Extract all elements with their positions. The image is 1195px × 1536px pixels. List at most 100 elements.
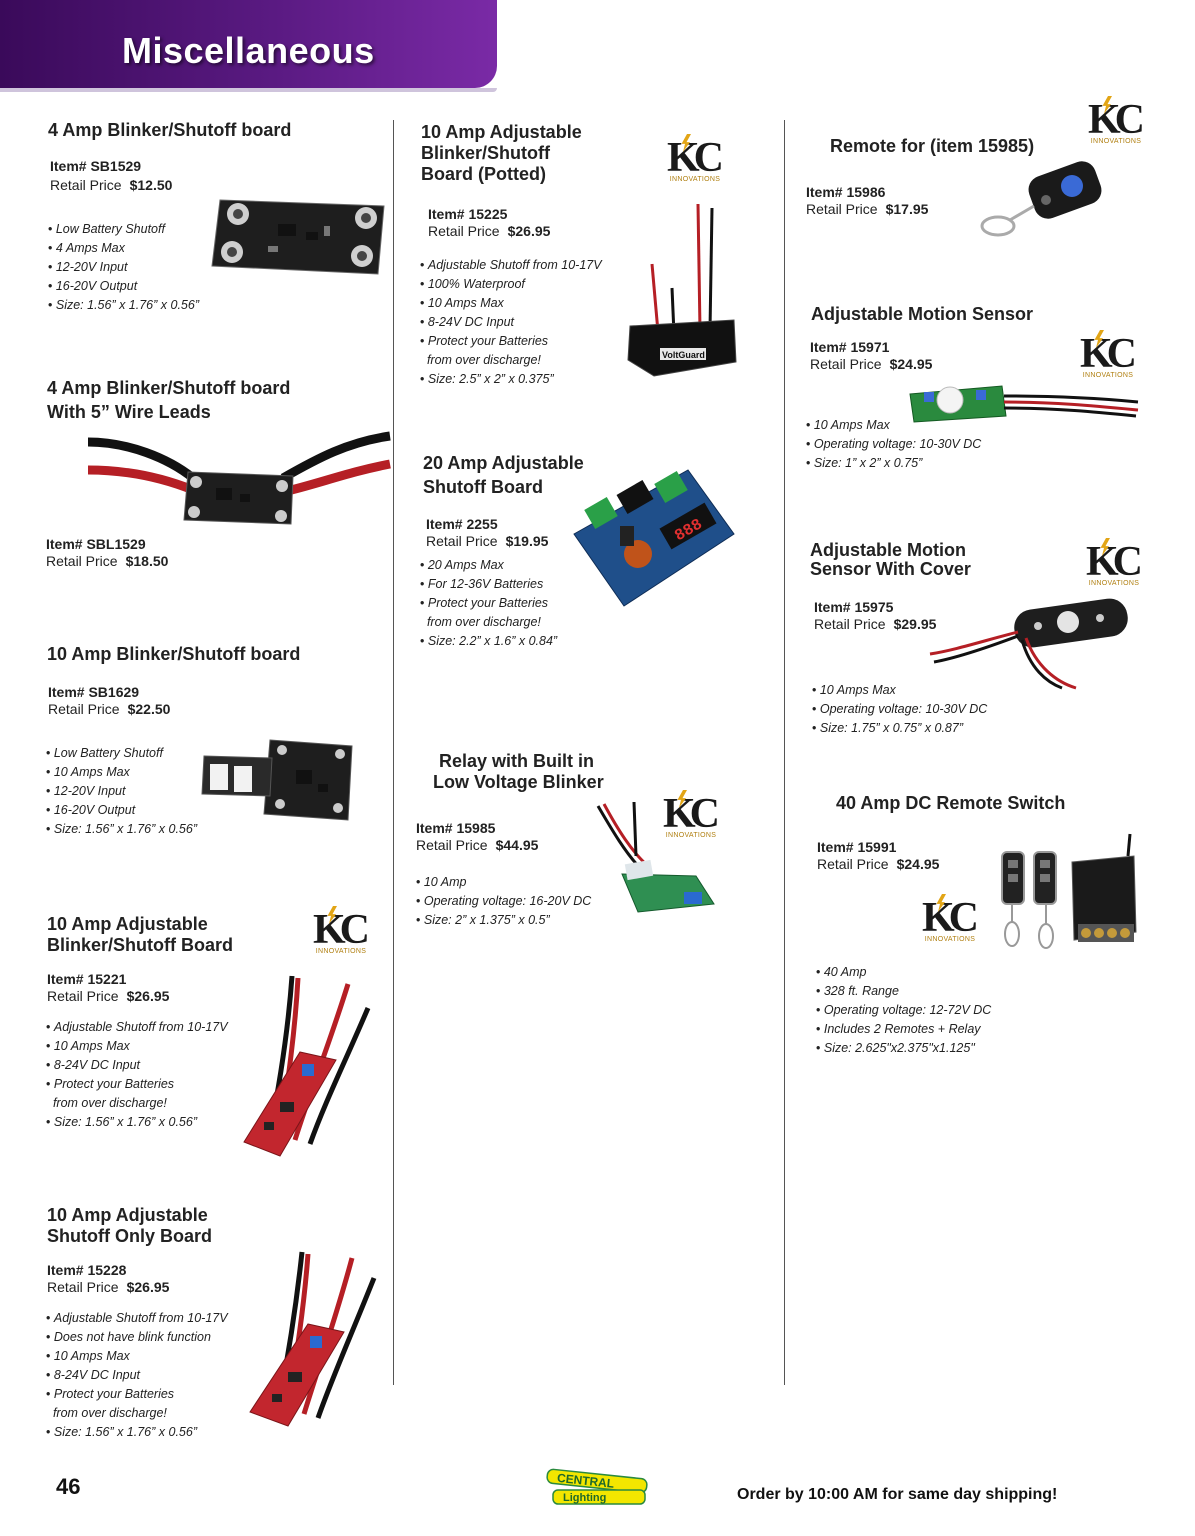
feature-item: Size: 1.56” x 1.76” x 0.56” — [48, 296, 199, 315]
feature-item: Does not have blink function — [46, 1328, 228, 1347]
feature-item: Size: 2.2” x 1.6” x 0.84” — [420, 632, 557, 651]
product-features: Adjustable Shutoff from 10-17V Does not … — [46, 1309, 228, 1442]
lightning-bolt-icon — [1094, 330, 1104, 348]
product-item-number: Item# 15971 — [810, 339, 890, 355]
feature-item: Protect your Batteries — [420, 594, 557, 613]
product-title-line2: Low Voltage Blinker — [433, 772, 604, 792]
product-item-number: Item# 15975 — [814, 599, 894, 615]
feature-item: 10 Amps Max — [46, 1037, 228, 1056]
feature-item: Operating voltage: 12-72V DC — [816, 1001, 991, 1020]
feature-item: 4 Amps Max — [48, 239, 199, 258]
feature-item: Protect your Batteries — [420, 332, 602, 351]
product-price: Retail Price$26.95 — [428, 223, 551, 239]
feature-item: 16-20V Output — [48, 277, 199, 296]
product-image-15971 — [909, 385, 1139, 423]
lightning-bolt-icon — [681, 134, 691, 152]
kc-logo-mark: KC — [1088, 97, 1145, 143]
feature-item: 40 Amp — [816, 963, 991, 982]
feature-item: Size: 2.625"x2.375"x1.125" — [816, 1039, 991, 1058]
feature-item: 10 Amps Max — [812, 681, 987, 700]
product-title: 10 Amp Adjustable — [47, 914, 208, 934]
kc-logo-subtitle: INNOVATIONS — [1082, 372, 1134, 379]
product-image-15986 — [980, 161, 1102, 237]
feature-item: Protect your Batteries — [46, 1385, 228, 1404]
product-title-line2: Shutoff Board — [423, 477, 543, 497]
feature-item: 8-24V DC Input — [420, 313, 602, 332]
product-price: Retail Price$22.50 — [48, 701, 171, 717]
feature-item: Low Battery Shutoff — [46, 744, 197, 763]
product-features: Adjustable Shutoff from 10-17V 100% Wate… — [420, 256, 602, 389]
shipping-notice: Order by 10:00 AM for same day shipping! — [737, 1486, 1058, 1503]
feature-item: Size: 2.5” x 2” x 0.375” — [420, 370, 602, 389]
feature-item: Size: 1.56” x 1.76” x 0.56” — [46, 820, 197, 839]
product-title: 4 Amp Blinker/Shutoff board — [47, 378, 291, 398]
product-price: Retail Price$17.95 — [806, 201, 929, 217]
feature-item: 8-24V DC Input — [46, 1366, 228, 1385]
product-price: Retail Price$24.95 — [810, 356, 933, 372]
page-number: 46 — [56, 1474, 81, 1499]
product-image-15228 — [249, 1251, 377, 1427]
feature-item: Protect your Batteries — [46, 1075, 228, 1094]
feature-item: 12-20V Input — [48, 258, 199, 277]
lightning-bolt-icon — [677, 790, 687, 808]
product-image-15975 — [929, 598, 1128, 690]
product-price: Retail Price$19.95 — [426, 533, 549, 549]
product-title: 10 Amp Adjustable — [47, 1205, 208, 1225]
kc-logo-mark: KC — [1080, 331, 1137, 377]
product-image-sbl1529 — [87, 431, 391, 525]
feature-item: Size: 1.56” x 1.76” x 0.56” — [46, 1113, 228, 1132]
feature-item: 100% Waterproof — [420, 275, 602, 294]
product-features: 10 Amps Max Operating voltage: 10-30V DC… — [812, 681, 987, 738]
product-item-number: Item# 15225 — [428, 206, 508, 222]
product-price: Retail Price$29.95 — [814, 616, 937, 632]
feature-item-continued: from over discharge! — [426, 615, 541, 629]
product-image-sb1529 — [211, 199, 385, 275]
lightning-bolt-icon — [1102, 96, 1112, 114]
lightning-bolt-icon — [936, 894, 946, 912]
product-features: 10 Amps Max Operating voltage: 10-30V DC… — [806, 416, 981, 473]
feature-item: 328 ft. Range — [816, 982, 991, 1001]
product-title: Remote for (item 15985) — [830, 136, 1035, 156]
feature-item: Includes 2 Remotes + Relay — [816, 1020, 991, 1039]
central-lighting-logo-line1: CENTRAL — [556, 1471, 614, 1491]
feature-item: Size: 1.56” x 1.76” x 0.56” — [46, 1423, 228, 1442]
product-title: Adjustable Motion — [810, 540, 966, 560]
kc-logo-mark: KC — [1086, 539, 1143, 585]
product-item-number: Item# SB1529 — [50, 158, 142, 174]
feature-item: Adjustable Shutoff from 10-17V — [46, 1309, 228, 1328]
kc-logo-subtitle: INNOVATIONS — [1090, 138, 1142, 145]
product-title: 10 Amp Blinker/Shutoff board — [47, 644, 301, 664]
product-item-number: Item# 15986 — [806, 184, 886, 200]
feature-item: Size: 2” x 1.375” x 0.5” — [416, 911, 591, 930]
product-price: Retail Price$12.50 — [50, 177, 173, 193]
feature-item: Operating voltage: 10-30V DC — [806, 435, 981, 454]
kc-innovations-logo: KC INNOVATIONS — [665, 134, 725, 184]
product-item-number: Item# SB1629 — [48, 684, 140, 700]
section-title: Miscellaneous — [122, 30, 375, 71]
product-title-line3: Board (Potted) — [421, 164, 546, 184]
product-title: Relay with Built in — [439, 751, 595, 771]
kc-innovations-logo: KC INNOVATIONS — [661, 790, 721, 840]
product-item-number: Item# SBL1529 — [46, 536, 146, 552]
product-item-number: Item# 2255 — [426, 516, 498, 532]
feature-item: Operating voltage: 10-30V DC — [812, 700, 987, 719]
feature-item: 8-24V DC Input — [46, 1056, 228, 1075]
product-price: Retail Price$26.95 — [47, 988, 170, 1004]
kc-logo-subtitle: INNOVATIONS — [665, 832, 717, 839]
product-image-2255: 888 — [573, 469, 735, 607]
kc-logo-mark: KC — [663, 791, 720, 837]
product-features: Adjustable Shutoff from 10-17V 10 Amps M… — [46, 1018, 228, 1132]
feature-item: 10 Amps Max — [420, 294, 602, 313]
feature-item: 10 Amps Max — [46, 763, 197, 782]
kc-innovations-logo: KC INNOVATIONS — [1084, 538, 1144, 588]
product-item-number: Item# 15991 — [817, 839, 897, 855]
product-item-number: Item# 15221 — [47, 971, 127, 987]
product-title-line2: Blinker/Shutoff Board — [47, 935, 234, 955]
kc-logo-subtitle: INNOVATIONS — [315, 948, 367, 955]
feature-item: Adjustable Shutoff from 10-17V — [420, 256, 602, 275]
feature-item: 10 Amps Max — [46, 1347, 228, 1366]
feature-item: 12-20V Input — [46, 782, 197, 801]
product-features: 20 Amps Max For 12-36V Batteries Protect… — [420, 556, 557, 651]
product-price: Retail Price$18.50 — [46, 553, 169, 569]
feature-item: 16-20V Output — [46, 801, 197, 820]
